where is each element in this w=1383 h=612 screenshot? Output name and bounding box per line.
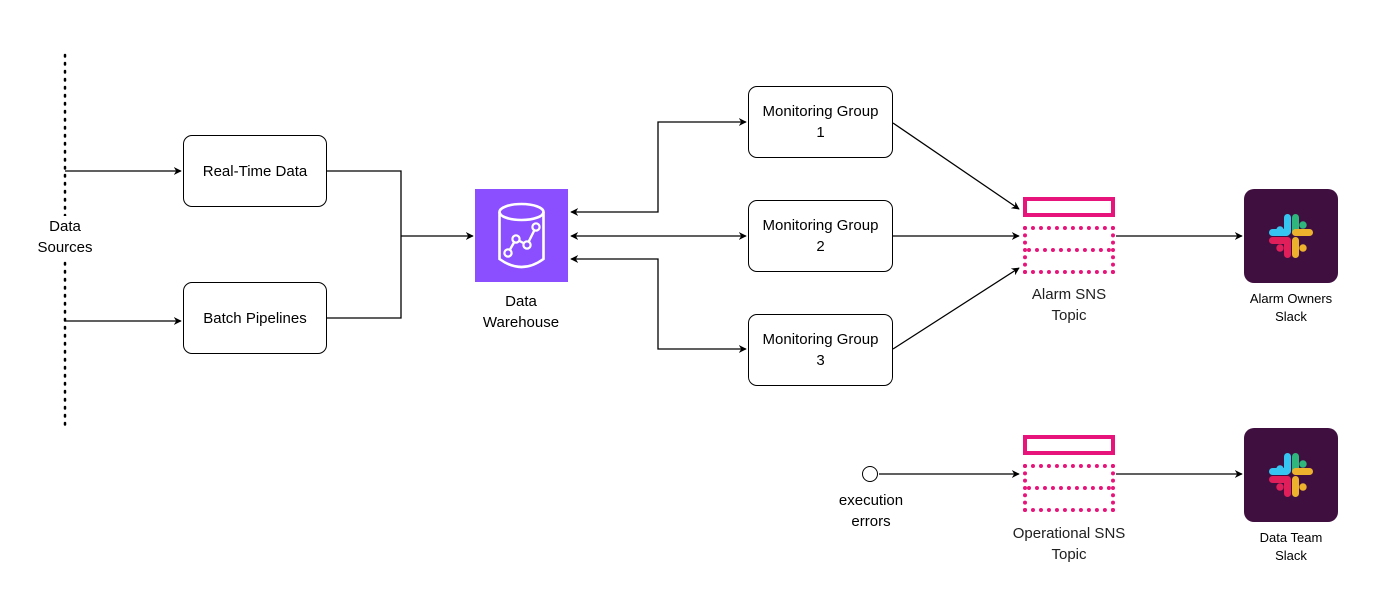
execution-errors-label: execution errors [838, 492, 904, 530]
slack-logo [1269, 214, 1313, 258]
sns-topic-top-bar [1023, 197, 1115, 217]
batch-pipelines-label: Batch Pipelines [203, 309, 307, 327]
edge-warehouse-mg3 [570, 255, 747, 353]
monitoring-group-1-line2: 1 [816, 124, 825, 141]
monitoring-group-3[interactable]: Monitoring Group 3 [748, 314, 893, 386]
alarm-sns-topic-label: Alarm SNS Topic [1031, 286, 1107, 324]
data-team-slack-icon[interactable] [1244, 428, 1338, 522]
batch-pipelines-node[interactable]: Batch Pipelines [183, 282, 327, 354]
monitoring-group-2[interactable]: Monitoring Group 2 [748, 200, 893, 272]
realtime-data-node[interactable]: Real-Time Data [183, 135, 327, 207]
monitoring-group-3-line2: 3 [816, 352, 825, 369]
edge-mg3-sns [892, 267, 1020, 350]
data-team-slack-label: Data Team Slack [1259, 530, 1323, 563]
monitoring-group-3-line1: Monitoring Group [762, 331, 879, 348]
monitoring-group-2-line1: Monitoring Group [762, 217, 879, 234]
sns-topic-top-bar [1023, 435, 1115, 455]
sns-topic-dotted-body [1023, 464, 1115, 512]
execution-errors-start-circle[interactable] [862, 466, 878, 482]
data-warehouse-label: Data Warehouse [482, 293, 560, 331]
slack-logo [1269, 453, 1313, 497]
monitoring-group-1-line1: Monitoring Group [762, 103, 879, 120]
edge-batch-warehouse [327, 236, 402, 319]
edge-mg1-sns [892, 122, 1020, 210]
edge-realtime-warehouse [327, 170, 402, 236]
data-warehouse-icon[interactable] [475, 189, 568, 282]
edge-warehouse-mg1 [570, 118, 747, 216]
warehouse-glyph [498, 202, 545, 269]
realtime-data-label: Real-Time Data [202, 162, 308, 180]
monitoring-group-2-line2: 2 [816, 238, 825, 255]
alarm-owners-slack-label: Alarm Owners Slack [1249, 291, 1333, 324]
alarm-owners-slack-icon[interactable] [1244, 189, 1338, 283]
monitoring-group-1[interactable]: Monitoring Group 1 [748, 86, 893, 158]
sns-topic-dotted-body [1023, 226, 1115, 274]
operational-sns-topic-label: Operational SNS Topic [1012, 525, 1126, 563]
data-sources-label: Data Sources [20, 216, 110, 258]
